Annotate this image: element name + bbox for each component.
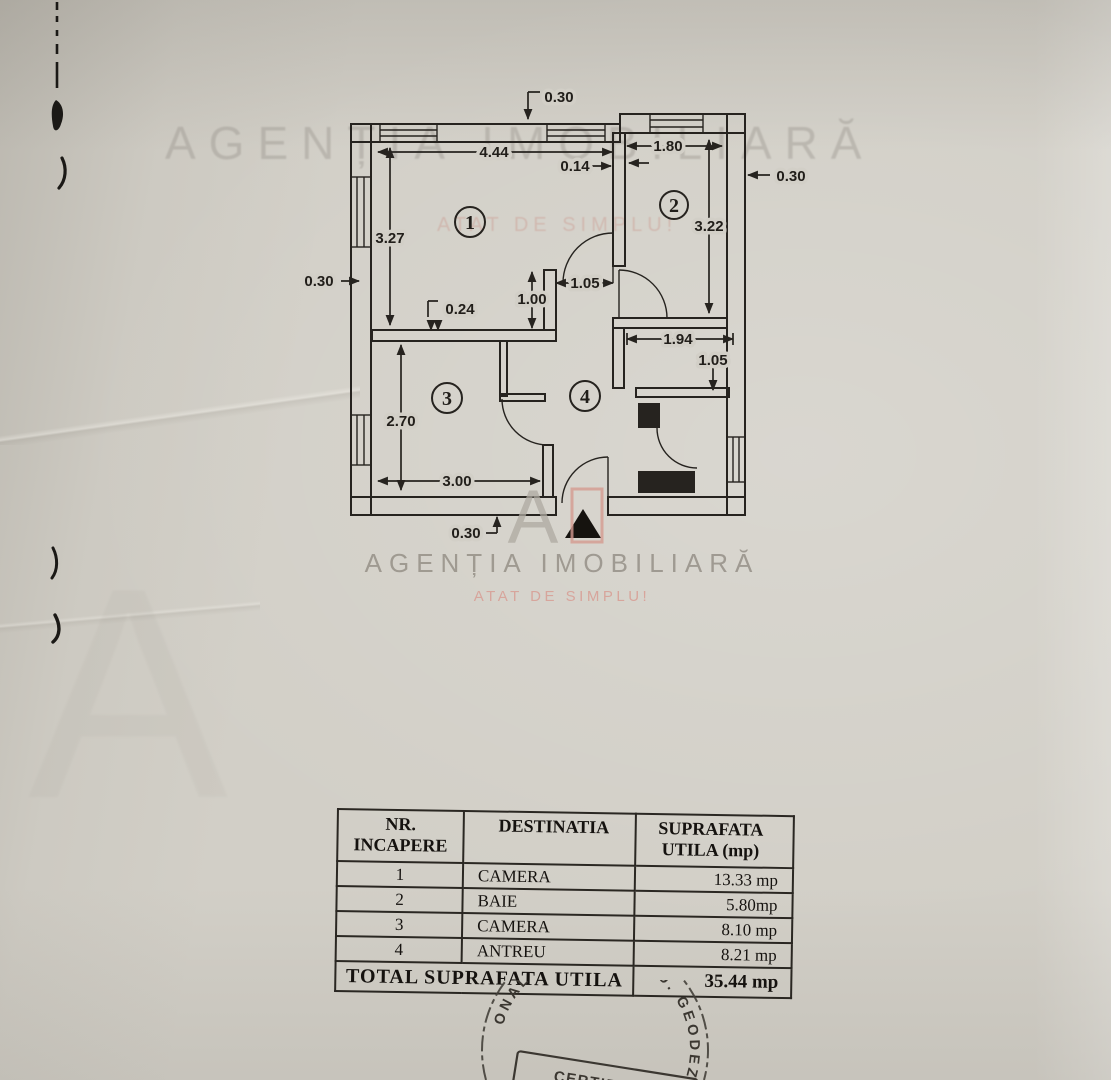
door-room3 bbox=[501, 398, 549, 446]
window-right bbox=[726, 436, 746, 483]
dim-door-width: 1.05 bbox=[570, 275, 599, 292]
interior-walls bbox=[371, 132, 730, 498]
dim-room3-height: 2.70 bbox=[386, 413, 415, 430]
brand-tagline: ATAT DE SIMPLU! bbox=[473, 588, 651, 605]
window-top-3 bbox=[649, 113, 704, 134]
dim-left-offset: 0.30 bbox=[304, 273, 333, 290]
area-table: NR. INCAPERE DESTINATIA SUPRAFATA UTILA … bbox=[334, 808, 795, 999]
room-4-number: 4 bbox=[580, 386, 590, 408]
dim-top-offset: 0.30 bbox=[544, 89, 573, 106]
room-2-number: 2 bbox=[669, 195, 679, 217]
floor-plan: 0.30 4.44 0.14 1.80 0.30 3.27 3.22 0.30 … bbox=[301, 86, 809, 560]
door-entrance bbox=[561, 456, 609, 504]
table-header-row: NR. INCAPERE DESTINATIA SUPRAFATA UTILA … bbox=[337, 809, 794, 869]
door-bathroom bbox=[618, 269, 668, 319]
window-top-2 bbox=[546, 123, 606, 143]
brand-wordmark: AGENȚIA IMOBILIARĂ bbox=[364, 548, 760, 578]
dim-partition: 0.14 bbox=[560, 158, 590, 175]
stamp-arc-text: ONAL DE CADASTRU. GEODEZI bbox=[0, 980, 702, 1080]
window-top-1 bbox=[379, 123, 438, 143]
logo-letter-a: A bbox=[508, 475, 559, 560]
logo-mark: A bbox=[508, 475, 604, 560]
entrance-arrow bbox=[565, 509, 601, 538]
windows bbox=[350, 113, 746, 483]
dim-hall-width: 1.94 bbox=[663, 331, 693, 348]
logo-red-box bbox=[570, 487, 604, 544]
stamp-certificat-box: CERTIFICAT bbox=[508, 1050, 699, 1080]
dim-room3-width: 3.00 bbox=[442, 473, 471, 490]
dim-balcony-offset: 1.05 bbox=[698, 352, 727, 369]
window-left-2 bbox=[350, 414, 372, 466]
dim-right-offset: 0.30 bbox=[776, 168, 805, 185]
window-left-1 bbox=[350, 176, 372, 248]
scan-edge-marks bbox=[50, 2, 67, 644]
room-1-number: 1 bbox=[465, 212, 475, 234]
giant-ghost-letter: A bbox=[28, 525, 229, 861]
header-nr-incapere: NR. INCAPERE bbox=[337, 809, 464, 863]
dim-room1-width: 4.44 bbox=[479, 144, 509, 161]
room-3-number: 3 bbox=[442, 388, 452, 410]
dim-room2-width: 1.80 bbox=[653, 138, 682, 155]
dim-niche-depth: 1.00 bbox=[517, 291, 546, 308]
dimension-lines bbox=[341, 91, 770, 534]
cadastru-stamp: ONAL DE CADASTRU. GEODEZI CERTIFICAT bbox=[0, 980, 709, 1080]
dim-ledge: 0.24 bbox=[445, 301, 475, 318]
door-room1 bbox=[562, 232, 614, 284]
header-destinatia: DESTINATIA bbox=[463, 810, 637, 866]
outer-walls bbox=[350, 113, 746, 516]
stamp-outer-circle bbox=[481, 980, 709, 1080]
doors bbox=[501, 232, 698, 504]
room-labels: 1 2 3 4 bbox=[431, 190, 689, 414]
dim-room2-height: 3.22 bbox=[694, 218, 723, 235]
header-suprafata: SUPRAFATA UTILA (mp) bbox=[635, 813, 794, 869]
dim-bottom-offset: 0.30 bbox=[451, 525, 480, 542]
door-balcony bbox=[656, 427, 698, 469]
dimension-labels: 0.30 4.44 0.14 1.80 0.30 3.27 3.22 0.30 … bbox=[301, 86, 809, 546]
dim-room1-height: 3.27 bbox=[375, 230, 404, 247]
